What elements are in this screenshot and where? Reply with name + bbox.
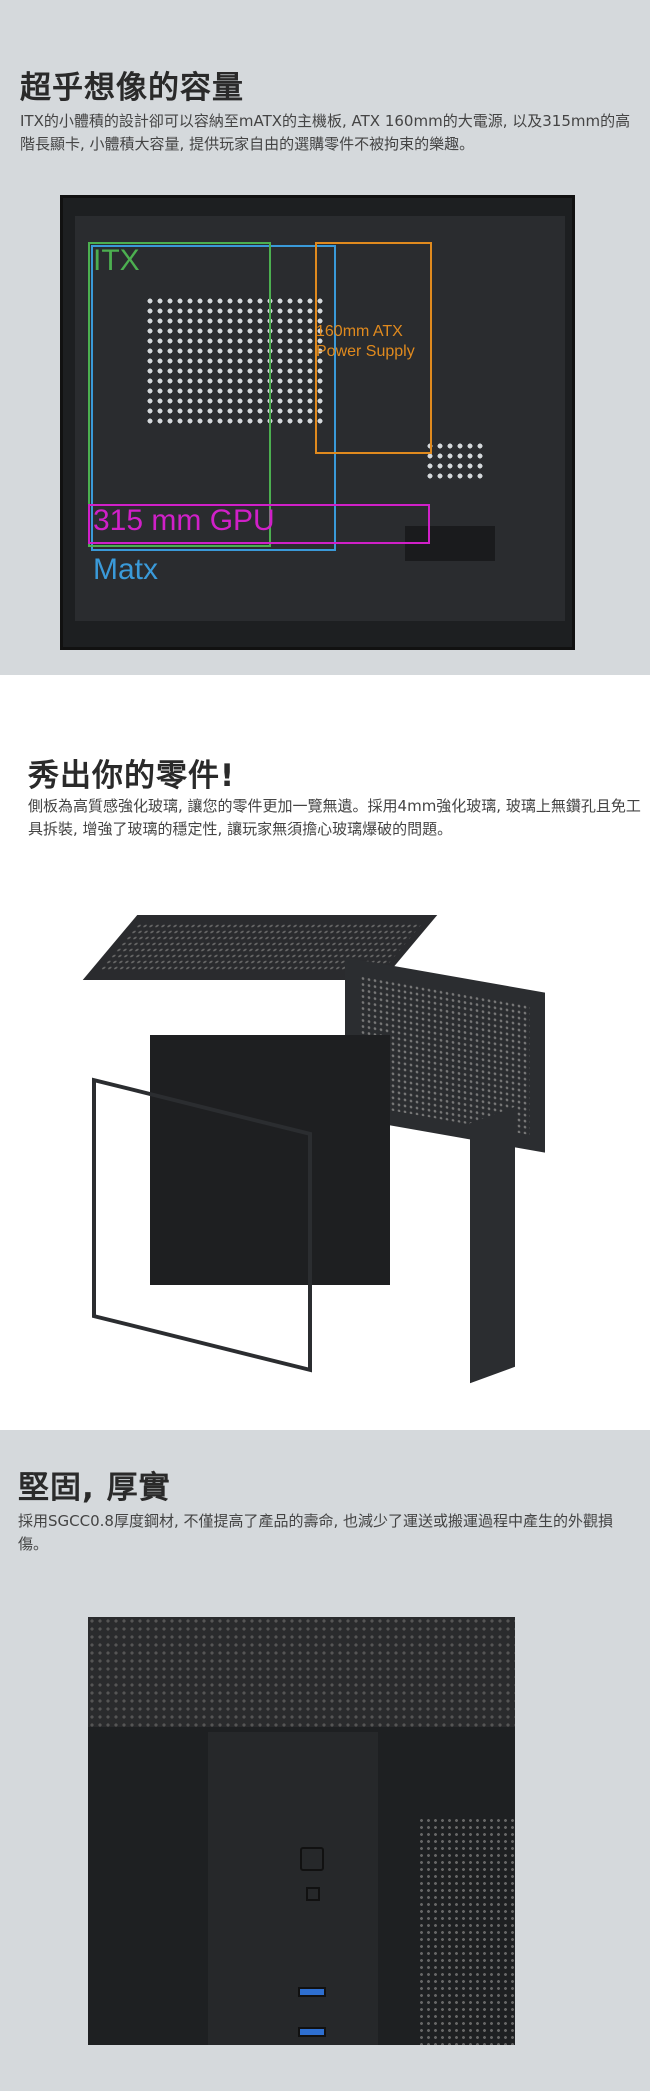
motherboard-tray-holes — [145, 296, 325, 426]
matx-outline — [91, 245, 336, 551]
case-interior-image: ITX 160mm ATX Power Supply 315 mm GPU Ma… — [60, 195, 575, 650]
usb-port — [298, 1987, 326, 1997]
front-panel — [208, 1732, 378, 2045]
itx-outline — [88, 242, 271, 547]
section-title: 秀出你的零件! — [28, 758, 236, 794]
itx-label: ITX — [93, 244, 140, 277]
case-closeup-image — [88, 1617, 515, 2045]
section-description: 側板為高質感強化玻璃, 讓您的零件更加一覽無遺。採用4mm強化玻璃, 玻璃上無鑽… — [28, 797, 641, 838]
section-description: ITX的小體積的設計卻可以容納至mATX的主機板, ATX 160mm的大電源,… — [20, 112, 631, 153]
capacity-section: 超乎想像的容量 ITX的小體積的設計卻可以容納至mATX的主機板, ATX 16… — [0, 0, 650, 675]
section-title: 超乎想像的容量 — [20, 70, 244, 106]
gpu-label: 315 mm GPU — [93, 504, 275, 537]
psu-outline — [315, 242, 432, 454]
power-button — [300, 1847, 324, 1871]
gpu-outline — [88, 504, 430, 544]
section-description: 採用SGCC0.8厚度鋼材, 不僅提高了產品的壽命, 也減少了運送或搬運過程中產… — [18, 1512, 614, 1553]
psu-label-line1: 160mm ATX — [316, 323, 403, 340]
usb-port — [298, 2027, 326, 2037]
section-title: 堅固, 厚實 — [18, 1470, 171, 1506]
psu-label-line2: Power Supply — [316, 343, 415, 360]
side-mesh — [418, 1817, 515, 2045]
exploded-case-image — [70, 915, 550, 1390]
reset-button — [306, 1887, 320, 1901]
front-panel — [470, 1106, 515, 1384]
top-mesh — [88, 1617, 515, 1727]
chassis-frame — [150, 1035, 390, 1285]
matx-label: Matx — [93, 553, 159, 586]
